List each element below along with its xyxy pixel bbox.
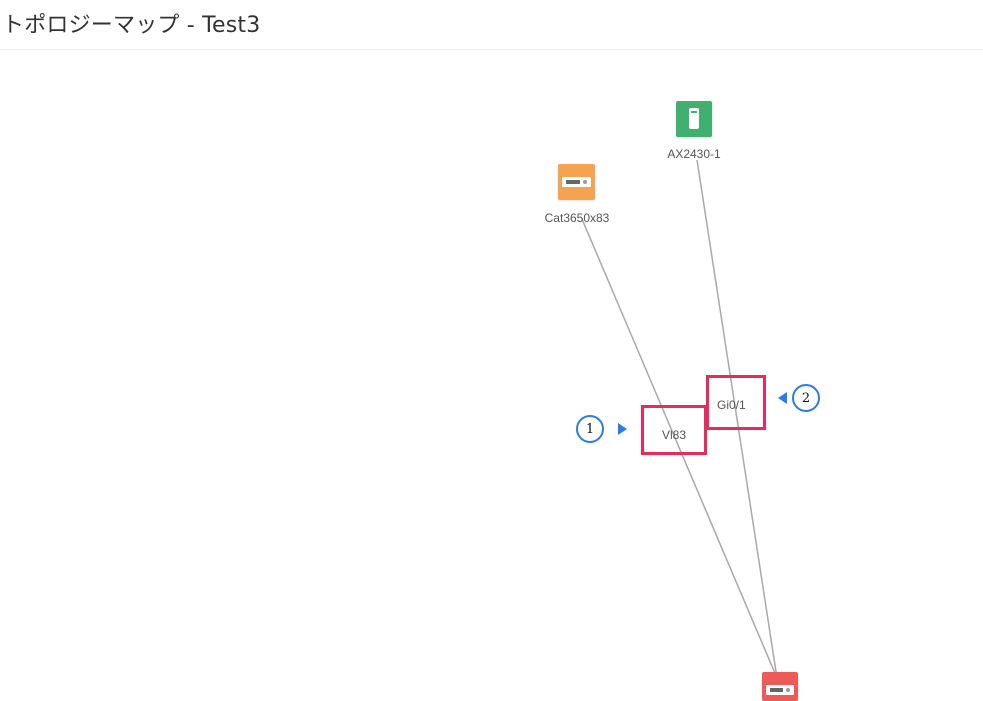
- link-cat3650-to-router[interactable]: [581, 218, 778, 679]
- tower-device-icon: [676, 101, 712, 137]
- link-ax2430-to-router[interactable]: [696, 159, 778, 679]
- arrow-left-icon: [778, 392, 787, 404]
- highlight-box-gi01: [706, 375, 766, 430]
- node-label: Cat3650x83: [544, 211, 610, 225]
- page-title: トポロジーマップ - Test3: [2, 13, 261, 38]
- port-label-vl83[interactable]: Vl83: [662, 428, 687, 442]
- callout-number: 2: [792, 384, 820, 412]
- highlight-box-vl83: [641, 405, 707, 455]
- page-header: トポロジーマップ - Test3: [0, 0, 983, 50]
- switch-device-icon: [558, 164, 595, 200]
- port-label-gi01[interactable]: Gi0/1: [717, 398, 746, 412]
- callout-number: 1: [576, 415, 604, 443]
- router-device-icon: [762, 672, 798, 701]
- node-label: AX2430-1: [667, 147, 721, 161]
- topology-canvas[interactable]: AX2430-1 Cat3650x83 Vl83 Gi0/1 1 2: [0, 50, 983, 701]
- arrow-right-icon: [618, 423, 627, 435]
- link-layer: [581, 159, 778, 679]
